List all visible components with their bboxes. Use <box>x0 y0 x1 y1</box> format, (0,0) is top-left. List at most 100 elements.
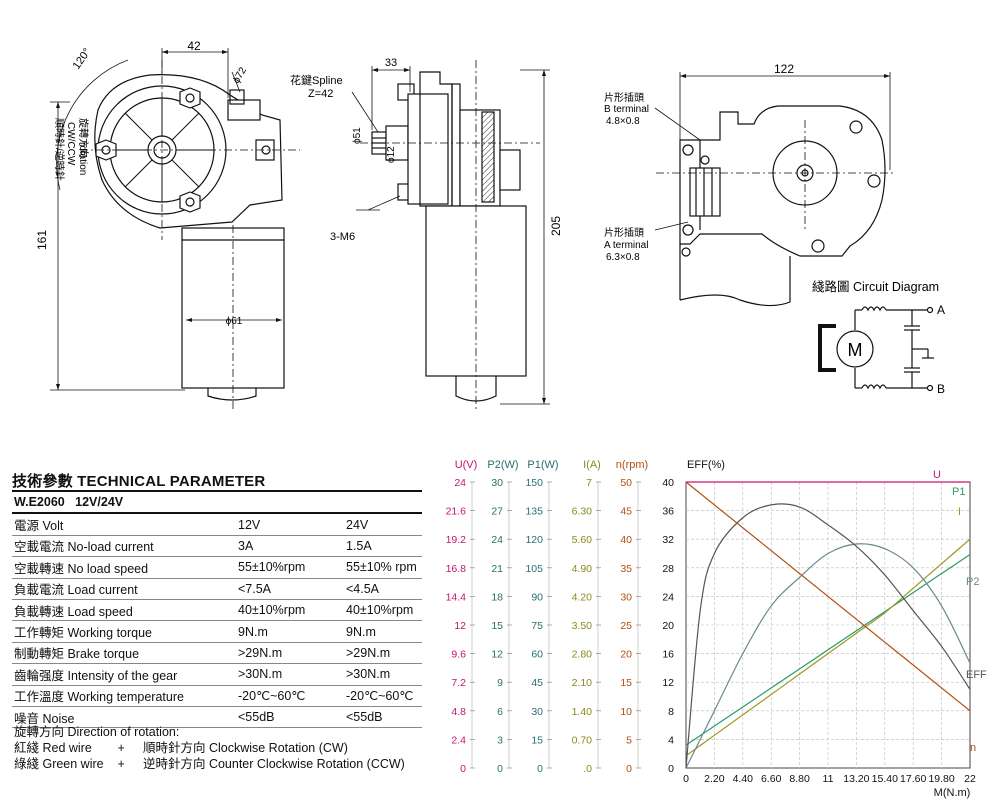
tick-label: 4.20 <box>572 591 593 603</box>
series-line-p1 <box>685 553 971 746</box>
param-24v: >29N.m <box>344 642 422 665</box>
x-tick-label: 4.40 <box>733 773 754 785</box>
param-12v: 55±10%rpm <box>236 556 344 579</box>
tick-label: 120 <box>525 534 543 546</box>
b-terminal-cn: 片形插頭 <box>604 91 644 104</box>
b-terminal-en: B terminal <box>604 104 649 115</box>
x-tick-label: 11 <box>823 773 834 785</box>
circuit-motor-label: M <box>848 340 863 360</box>
x-axis-label: M(N.m) <box>934 787 971 799</box>
dim-3-m6: 3-M6 <box>330 231 355 243</box>
axis-title: n(rpm) <box>616 459 648 471</box>
green-wire-plus: + <box>117 757 125 771</box>
tick-label: 9 <box>497 677 503 689</box>
tick-label: 2.4 <box>451 734 466 746</box>
tick-label: 16.8 <box>446 563 467 575</box>
tick-label: 16 <box>662 649 674 661</box>
x-tick-label: 19.80 <box>928 773 954 785</box>
x-tick-label: 22 <box>964 773 976 785</box>
rotation-direction-title: 旋轉方向 Direction of rotation: <box>14 725 180 739</box>
x-tick-label: 13.20 <box>843 773 869 785</box>
tick-label: 20 <box>662 620 674 632</box>
tick-label: 32 <box>662 534 674 546</box>
tick-label: 40 <box>662 477 674 489</box>
param-24v: <4.5A <box>344 578 422 600</box>
side-view <box>360 60 540 410</box>
dim-161: 161 <box>35 230 49 250</box>
ccw-label: 逆時針方向 Counter Clockwise Rotation (CCW) <box>142 757 405 771</box>
tick-label: 7.2 <box>451 677 466 689</box>
tick-label: 150 <box>525 477 543 489</box>
dim-205: 205 <box>549 216 563 236</box>
x-tick-label: 17.60 <box>900 773 926 785</box>
tick-label: 25 <box>620 620 632 632</box>
x-tick-label: 15.40 <box>872 773 898 785</box>
model-row: W.E2060 12V/24V <box>12 489 422 515</box>
a-terminal-size: 6.3×0.8 <box>606 252 640 263</box>
front-view <box>80 60 300 410</box>
param-label: 制動轉矩 Brake torque <box>12 642 236 665</box>
param-label: 負載轉速 Load speed <box>12 599 236 622</box>
tick-label: 0.70 <box>572 734 593 746</box>
series-label-p2: P2 <box>966 576 979 588</box>
tick-label: 15 <box>620 677 632 689</box>
param-24v: -20℃~60℃ <box>344 685 422 707</box>
a-terminal-cn: 片形插頭 <box>604 226 644 239</box>
tick-label: 5 <box>626 734 632 746</box>
tick-label: 14.4 <box>446 591 467 603</box>
tick-label: 28 <box>662 563 674 575</box>
param-24v: 1.5A <box>344 535 422 558</box>
param-row: 負載電流 Load current<7.5A<4.5A <box>12 578 422 600</box>
tick-label: 21.6 <box>446 506 467 518</box>
tick-label: 19.2 <box>446 534 467 546</box>
series-line-i <box>685 538 971 757</box>
b-terminal-size: 4.8×0.8 <box>606 116 640 127</box>
tick-label: 60 <box>531 649 543 661</box>
tick-label: 12 <box>662 677 674 689</box>
rotation-label-en: rotation <box>77 142 88 175</box>
tick-label: 4.8 <box>451 706 466 718</box>
param-24v: <55dB <box>344 706 422 729</box>
tick-label: 0 <box>668 763 674 775</box>
param-label: 噪音 Noise <box>12 706 236 729</box>
param-label: 工作溫度 Working temperature <box>12 685 236 707</box>
tick-label: 1.40 <box>572 706 593 718</box>
green-wire-row: 綠綫 Green wire + 逆時針方向 Counter Clockwise … <box>14 756 405 772</box>
dim-122: 122 <box>774 62 794 76</box>
tick-label: 35 <box>620 563 632 575</box>
tick-label: 6.30 <box>572 506 593 518</box>
param-12v: 40±10%rpm <box>236 599 344 622</box>
tick-label: 75 <box>531 620 543 632</box>
param-12v: -20℃~60℃ <box>236 685 344 707</box>
top-view-dimensions <box>654 72 891 231</box>
tick-label: 8 <box>668 706 674 718</box>
dim-phi61: ϕ61 <box>226 316 243 327</box>
tick-label: .0 <box>583 763 592 775</box>
param-12v: <55dB <box>236 706 344 729</box>
cw-label: 順時針方向 Clockwise Rotation (CW) <box>142 741 348 755</box>
tick-label: 0 <box>626 763 632 775</box>
param-row: 制動轉矩 Brake torque>29N.m>29N.m <box>12 642 422 665</box>
param-24v: >30N.m <box>344 663 422 686</box>
tick-label: 0 <box>537 763 543 775</box>
param-label: 電源 Volt <box>12 513 236 536</box>
param-24v: 55±10% rpm <box>344 556 422 579</box>
circuit-title: 綫路圖 Circuit Diagram <box>812 279 939 294</box>
red-wire-plus: + <box>117 741 125 755</box>
axis-title: P1(W) <box>527 459 558 471</box>
dim-42: 42 <box>187 39 201 53</box>
param-row: 工作溫度 Working temperature-20℃~60℃-20℃~60℃ <box>12 685 422 707</box>
tick-label: 6 <box>497 706 503 718</box>
tick-label: 12 <box>491 649 503 661</box>
tick-label: 24 <box>491 534 503 546</box>
tick-label: 3 <box>497 734 503 746</box>
tick-label: 30 <box>491 477 503 489</box>
param-12v: 12V <box>236 513 344 536</box>
dim-phi12: ϕ12 <box>386 146 397 163</box>
